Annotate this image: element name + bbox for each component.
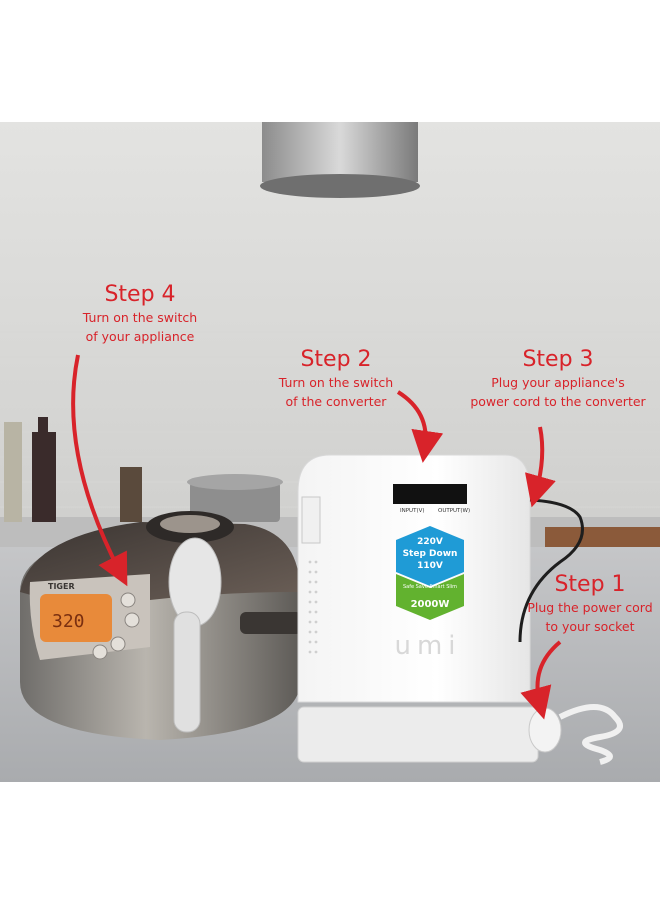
input-label: INPUT(V) (400, 508, 425, 514)
step-1-line-2: to your socket (545, 619, 635, 634)
badge-green-hexagon (396, 574, 464, 620)
cooker-button (124, 612, 140, 628)
badge-input-voltage: 220V (417, 537, 443, 547)
step-1-line-1: Plug the power cord (527, 600, 653, 615)
cooker-handle (240, 612, 302, 634)
step-3-callout: Step 3 Plug your appliance's power cord … (458, 347, 658, 411)
step-4-line-1: Turn on the switch (82, 310, 198, 325)
arrow-step-3 (525, 426, 556, 508)
step-4-title: Step 4 (104, 282, 176, 307)
step-3-title: Step 3 (522, 347, 594, 372)
step-1-title: Step 1 (554, 572, 626, 597)
converter-stand (297, 706, 539, 763)
range-hood (262, 122, 418, 182)
badge-output-voltage: 110V (417, 561, 443, 571)
step-4-callout: Step 4 Turn on the switch of your applia… (40, 282, 240, 346)
step-4-line-2: of your appliance (85, 329, 195, 344)
badge-step-down: Step Down (403, 549, 458, 559)
wine-bottle-neck (38, 417, 48, 437)
badge-power: 2000W (411, 599, 450, 610)
step-2-title: Step 2 (300, 347, 372, 372)
voltage-converter: INPUT(V) OUTPUT(W) 220V Step Down 110V S… (297, 454, 531, 703)
step-2-line-2: of the converter (285, 394, 387, 409)
kitchen-scene: INPUT(V) OUTPUT(W) 220V Step Down 110V S… (0, 122, 660, 782)
cooker-brand: TIGER (48, 582, 75, 591)
converter-socket (301, 496, 321, 544)
badge-tagline: Safe Save Smart Slim (403, 584, 457, 590)
converter-vents (308, 560, 318, 654)
wine-bottle (32, 432, 56, 522)
background-pot (190, 482, 280, 522)
lcd-display (40, 594, 112, 642)
cooker-button (92, 644, 108, 660)
lid-vent-cap (160, 515, 220, 533)
step-3-line-2: power cord to the converter (470, 394, 646, 409)
cooker-button (110, 636, 126, 652)
arrow-step-1 (520, 640, 562, 720)
appliance-power-cord (518, 498, 584, 643)
jar (120, 467, 142, 522)
range-hood-base (260, 174, 420, 198)
cooker-button (120, 592, 136, 608)
kitchen-scene-illustration: INPUT(V) OUTPUT(W) 220V Step Down 110V S… (0, 122, 660, 782)
arrow-step-2 (396, 390, 444, 463)
step-1-callout: Step 1 Plug the power cord to your socke… (520, 572, 660, 636)
bottle (4, 422, 22, 522)
rice-cooker (20, 511, 302, 740)
step-3-line-1: Plug your appliance's (491, 375, 625, 390)
umi-logo: umi (394, 631, 461, 661)
arrow-step-4 (71, 354, 128, 587)
output-label: OUTPUT(W) (438, 508, 470, 514)
step-2-line-1: Turn on the switch (278, 375, 394, 390)
background-pot-rim (187, 474, 283, 490)
converter-display (393, 484, 467, 504)
step-2-callout: Step 2 Turn on the switch of the convert… (246, 347, 426, 411)
badge-blue-hexagon (396, 526, 464, 586)
cooker-display-digits: 320 (52, 611, 85, 632)
rice-paddle (168, 537, 222, 733)
